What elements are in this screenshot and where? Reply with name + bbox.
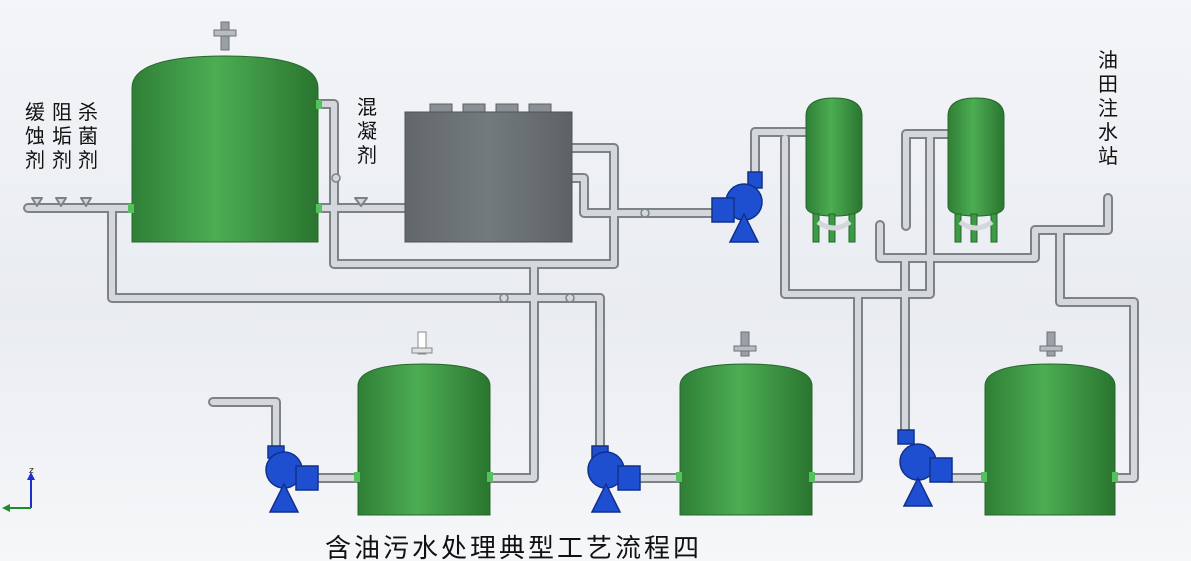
coagulation-tank [404, 103, 573, 243]
dosing-nozzles [31, 197, 368, 207]
settling-tank-1 [354, 331, 493, 516]
axis-triad [2, 472, 35, 512]
label-scale-inhibitor: 阻 垢 剂 [52, 100, 72, 172]
settling-tank-2 [676, 331, 815, 516]
label-corrosion-inhibitor: 缓 蚀 剂 [25, 100, 45, 172]
diagram-title: 含油污水处理典型工艺流程四 [325, 534, 703, 561]
buffer-tank [128, 21, 322, 243]
label-coagulant: 混 凝 剂 [357, 95, 377, 167]
pump-2 [587, 445, 641, 513]
pump-3 [897, 429, 953, 507]
clear-water-tank [981, 331, 1118, 516]
label-injection-station: 油 田 注 水 站 [1098, 48, 1118, 168]
valve-markers [331, 173, 650, 303]
pump-1 [265, 445, 319, 513]
pipes [23, 99, 1139, 483]
pump-4 [711, 171, 763, 243]
label-bactericide: 杀 菌 剂 [78, 100, 98, 172]
axis-z-label: z [29, 466, 34, 476]
filter-vessel-2 [947, 97, 1005, 243]
filter-vessel-1 [805, 97, 863, 243]
